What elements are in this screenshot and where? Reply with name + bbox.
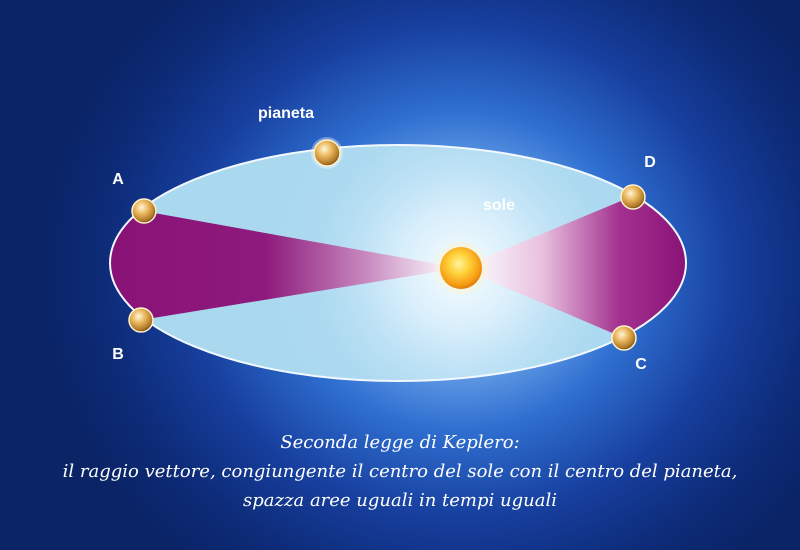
planet-c [611, 325, 637, 351]
planet-b [128, 307, 154, 333]
planet-top [311, 137, 343, 169]
caption-line-1: Seconda legge di Keplero: [280, 432, 520, 453]
planet-label: pianeta [258, 105, 314, 122]
swept-area-cd [460, 196, 686, 338]
sun-icon [440, 247, 482, 289]
planet-a [131, 198, 157, 224]
orbit-outline [109, 144, 687, 382]
point-c-label: C [635, 356, 647, 373]
planet-d [620, 184, 646, 210]
swept-area-ab [110, 211, 460, 320]
point-a-label: A [112, 171, 124, 188]
point-d-label: D [644, 154, 656, 171]
caption: Seconda legge di Keplero: il raggio vett… [0, 428, 800, 515]
point-b-label: B [112, 346, 124, 363]
caption-line-3: spazza aree uguali in tempi uguali [243, 490, 557, 511]
caption-line-2: il raggio vettore, congiungente il centr… [62, 461, 738, 482]
sun-label: sole [483, 197, 515, 214]
